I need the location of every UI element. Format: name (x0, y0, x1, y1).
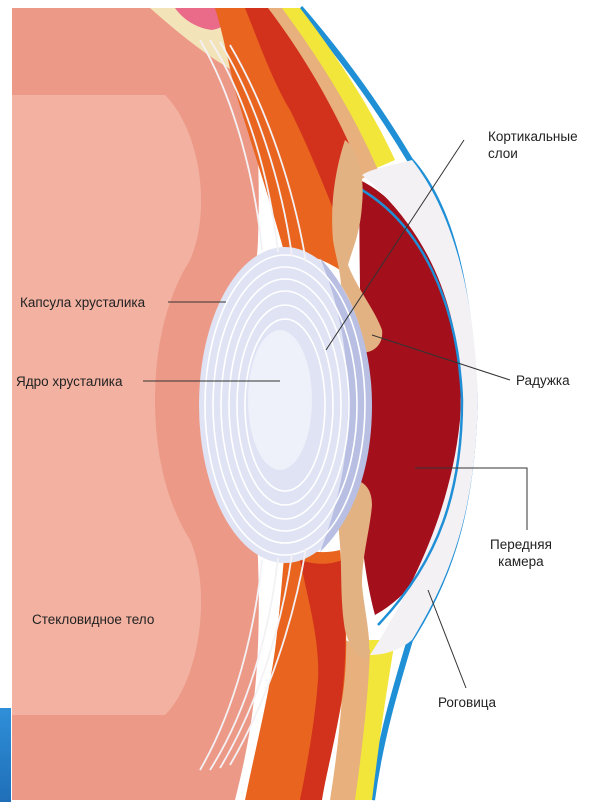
label-lens-capsule: Капсула хрусталика (20, 294, 145, 311)
lens-nucleus (248, 330, 312, 470)
lens (199, 247, 372, 563)
label-vitreous-body: Стекловидное тело (32, 611, 154, 628)
label-iris: Радужка (516, 372, 570, 389)
label-cornea: Роговица (438, 694, 496, 711)
label-cortical-layers: Кортикальные слои (488, 128, 578, 162)
label-anterior-chamber: Передняя камера (490, 536, 552, 570)
corner-accent-bar (0, 708, 11, 802)
leader-cornea (428, 590, 466, 688)
label-lens-nucleus: Ядро хрусталика (16, 373, 123, 390)
